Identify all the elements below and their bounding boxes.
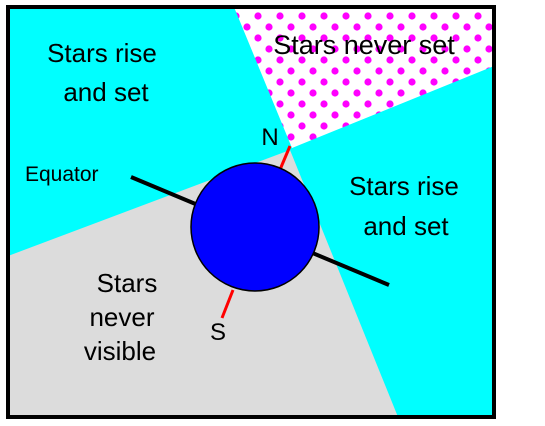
- rise-and-set-left-label-line2: and set: [63, 77, 149, 107]
- earth: [190, 162, 320, 292]
- north-label: N: [261, 124, 278, 151]
- rise-and-set-right-label-line1: Stars rise: [349, 171, 459, 201]
- never-set-region: [234, 7, 494, 148]
- rise-and-set-right-label-line2: and set: [363, 211, 449, 241]
- never-visible-label-line1: Stars: [97, 268, 158, 298]
- rise-and-set-left-label-line1: Stars rise: [47, 38, 157, 68]
- never-visible-label-line3: visible: [84, 336, 156, 366]
- equator-label: Equator: [25, 163, 99, 186]
- stars-never-set-label: Stars never set: [273, 30, 455, 60]
- south-axis: [220, 289, 235, 319]
- diagram-frame: [6, 5, 496, 419]
- never-visible-label-line2: never: [89, 302, 154, 332]
- south-label: S: [210, 319, 226, 346]
